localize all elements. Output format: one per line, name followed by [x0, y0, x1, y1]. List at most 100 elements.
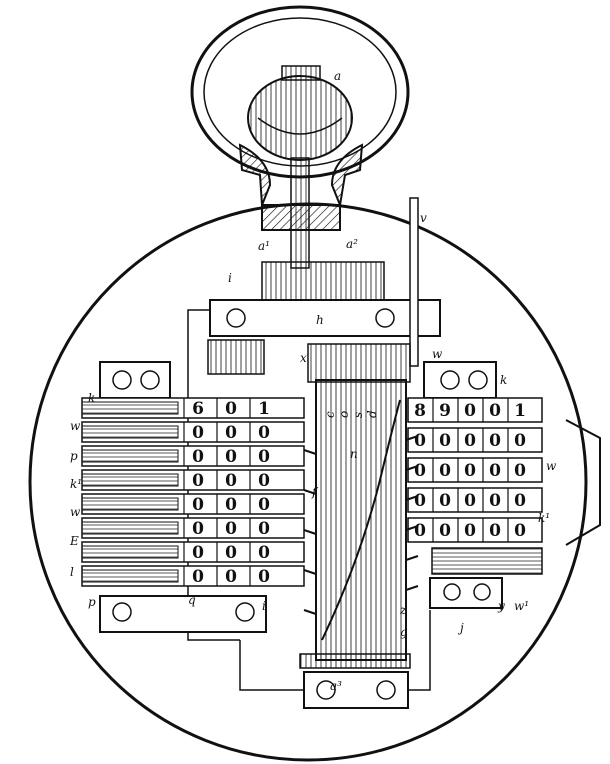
label-v: v [420, 211, 427, 225]
wheel-row [407, 517, 543, 543]
wheel-digit: 0 [192, 447, 204, 467]
wheel-row [407, 397, 543, 423]
label-i: i [228, 271, 232, 285]
screw-icon [443, 583, 461, 601]
drum-helix [321, 399, 401, 641]
wheel-digit: 0 [258, 471, 270, 491]
label-k: k [500, 373, 507, 387]
wheel-digit: 0 [225, 399, 237, 419]
wheel-digit: 0 [192, 543, 204, 563]
wheel-digit: 0 [439, 431, 451, 451]
crown-arrow [257, 117, 343, 135]
wheel-digit: 0 [464, 431, 476, 451]
screw-icon [468, 370, 488, 390]
label-a1: a¹ [258, 239, 270, 253]
wheel-digit: 0 [192, 519, 204, 539]
wheel-digit: 0 [489, 521, 501, 541]
wheel-digit: 0 [414, 431, 426, 451]
wheel-digit: 0 [464, 461, 476, 481]
label-p-bottom: p [88, 595, 96, 609]
label-h: h [316, 313, 324, 327]
frame-right [408, 610, 431, 691]
wheel-digit: 0 [225, 447, 237, 467]
wheel-digit: 0 [225, 519, 237, 539]
wheel-digit: 0 [192, 495, 204, 515]
case-side-lug [565, 419, 601, 546]
wheel-shaft [81, 545, 179, 559]
screw-icon [140, 370, 160, 390]
screw-icon [316, 680, 336, 700]
drum-pins [303, 435, 419, 615]
drum-letter: d [365, 410, 379, 418]
stem [290, 157, 310, 269]
wheel-digit: 0 [514, 461, 526, 481]
wheel-shaft [81, 569, 179, 583]
wheel-digit: 0 [439, 491, 451, 511]
screw-icon [376, 680, 396, 700]
wheel-digit: 0 [258, 495, 270, 515]
wheel-shaft [81, 401, 179, 415]
drum-top-gear [307, 343, 411, 383]
label-x: x [300, 351, 307, 365]
drum-letter: c [323, 411, 337, 418]
screw-icon [235, 602, 255, 622]
label-a3: a³ [330, 679, 342, 693]
wheel-digit: 0 [464, 401, 476, 421]
side-drum [207, 339, 265, 375]
wheel-digit: 0 [192, 423, 204, 443]
wheel-digit: 0 [489, 461, 501, 481]
wheel-digit: 0 [258, 519, 270, 539]
wheel-digit: 0 [489, 401, 501, 421]
lever-v [409, 197, 419, 367]
label-w: w [432, 347, 443, 361]
wheel-digit: 0 [192, 567, 204, 587]
label-j: j [457, 621, 464, 635]
wheel-row [407, 487, 543, 513]
label-k-left: k [88, 391, 95, 405]
drum-bottom-ring [299, 653, 411, 669]
screw-icon [473, 583, 491, 601]
wheel-digit: 0 [225, 567, 237, 587]
label-k1: k¹ [70, 477, 82, 491]
wheel-digit: 0 [464, 521, 476, 541]
label-g: g [400, 625, 408, 639]
wheel-digit: 0 [464, 491, 476, 511]
wheel-digit: 6 [192, 399, 204, 419]
label-w-left: w [70, 419, 81, 433]
wheel-shaft [81, 473, 179, 487]
wheel-digit: 0 [414, 491, 426, 511]
central-drum [315, 379, 407, 661]
label-w-left2: w [70, 505, 81, 519]
wheel-digit: 0 [514, 521, 526, 541]
label-q: q [188, 593, 196, 607]
wheel-digit: 0 [414, 521, 426, 541]
label-p: p [70, 449, 78, 463]
screw-icon [226, 308, 246, 328]
label-f: f [311, 485, 319, 499]
screw-icon [112, 602, 132, 622]
screw-icon [375, 308, 395, 328]
wheel-row [407, 427, 543, 453]
wheel-shaft [81, 497, 179, 511]
wheel-digit: 0 [514, 491, 526, 511]
label-n: n [350, 447, 358, 461]
wheel-digit: 9 [439, 401, 451, 421]
wheel-digit: 0 [258, 423, 270, 443]
drum-letter: s [351, 412, 365, 418]
latch-box [431, 547, 543, 575]
lower-right-plate [429, 577, 503, 609]
wheel-digit: 0 [258, 543, 270, 563]
label-a2: a² [346, 237, 358, 251]
pendant-neck [238, 143, 364, 231]
wheel-digit: 0 [225, 471, 237, 491]
label-k1-right: k¹ [538, 511, 550, 525]
wheel-digit: 0 [414, 461, 426, 481]
wheel-digit: 0 [225, 543, 237, 563]
wheel-shaft [81, 521, 179, 535]
wheel-digit: 1 [514, 401, 526, 421]
label-z: z [399, 603, 407, 617]
wheel-digit: 0 [489, 431, 501, 451]
wheel-digit: 0 [192, 471, 204, 491]
label-w1: w¹ [514, 599, 529, 613]
